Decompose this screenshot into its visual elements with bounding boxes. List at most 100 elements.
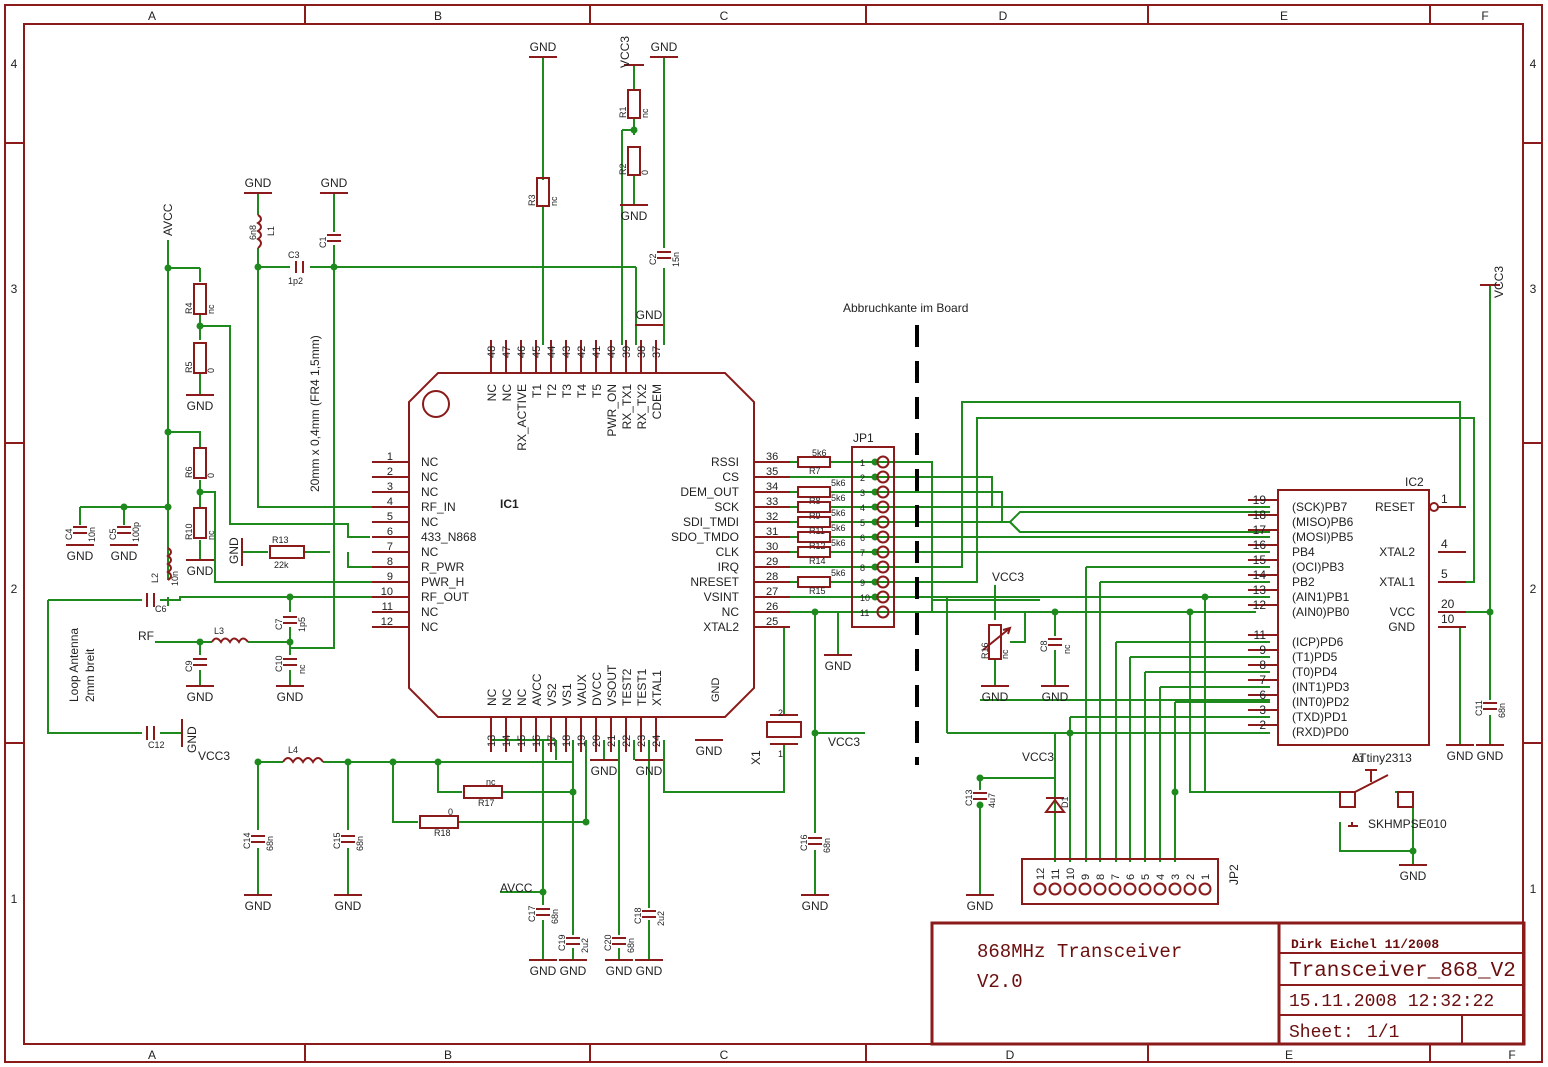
ic1-pin-number: 2 [387,466,393,478]
capacitor-name: C13 [964,789,974,806]
junction-dot [164,428,172,436]
ic1-pin-number: 43 [561,346,573,358]
capacitor-name: C7 [274,618,284,630]
ic1-pin-name: NC [515,688,529,706]
jp1-pin [876,470,890,484]
ground-label: GND [111,549,138,563]
c3-value: 1p2 [288,276,303,286]
ground-label: GND [636,964,663,978]
ic2-pin-name: (AIN0)PB0 [1292,605,1350,619]
ic1-pin-number: 38 [636,346,648,358]
ic1-pin-name: RX_TX1 [620,384,634,430]
row-label: 1 [11,892,18,906]
ground-label: GND [245,899,272,913]
ic1-pin-name: NC [421,470,439,484]
ground-label: GND [245,176,272,190]
series-resistor-value: 5k6 [812,448,827,458]
ic1-pin-name: 433_N868 [421,530,477,544]
avcc-label: AVCC [500,881,533,895]
ic1-pin-name: RF_OUT [421,590,470,604]
junction-dot [976,801,984,809]
jp2-pin-number: 3 [1170,874,1182,880]
ic2-pin-number: 18 [1253,508,1267,522]
series-resistor-value: 5k6 [831,508,846,518]
l1-name: L1 [266,226,276,236]
r5-value: 0 [206,368,216,373]
jp2-pin [1123,882,1137,896]
jp1-pin [876,590,890,604]
capacitor-value: 100p [131,522,141,542]
column-label: B [444,1048,452,1062]
inductor-l1: 6n8 L1 [248,214,276,249]
vcc3-label: VCC3 [1492,266,1506,298]
ground-label: GND [530,964,557,978]
ic1-pin-name: PWR_H [421,575,464,589]
drawing-frame [4,4,1543,1063]
ic2-pin-number: 8 [1259,658,1266,672]
jp1-pin [876,605,890,619]
ic1-pin-name: NC [722,605,740,619]
jp1-pin [876,455,890,469]
junction-dot [254,263,262,271]
jp1-label: JP1 [853,431,874,445]
ground-label: GND [530,40,557,54]
ic1-pin-number: 27 [766,586,778,598]
junction-dot [1186,608,1194,616]
junction-dot [120,503,128,511]
junction-dot [164,264,172,272]
ground-label: GND [1477,749,1504,763]
jp1-pin-number: 1 [860,458,865,468]
junction-dot [1486,608,1494,616]
jp1-pin-number: 9 [860,578,865,588]
capacitor-value: 15n [671,252,681,267]
ic1-pin-number: 41 [591,346,603,358]
ground-label: GND [621,209,648,223]
ic1-pin-number: 42 [576,346,588,358]
ground-label: GND [67,549,94,563]
ground-label: GND [591,764,618,778]
capacitor-value: 68n [550,909,560,924]
title-block: 868MHz Transceiver V2.0 Dirk Eichel 11/2… [930,921,1526,1046]
version-text: V2.0 [977,971,1023,993]
row-label: 1 [1530,882,1537,896]
junction-dot [976,774,984,782]
jp2-pin-number: 6 [1125,874,1137,880]
ic1-pin-number: 24 [651,735,663,747]
sheet-number: 1/1 [1367,1023,1399,1043]
junction-dot [164,503,172,511]
jp1-pin [876,515,890,529]
title-text: 868MHz Transceiver [977,941,1182,963]
junction-dot [630,126,638,134]
ic1-pin-number: 25 [766,616,778,628]
ic2-pin-name: (OCI)PB3 [1292,560,1344,574]
c6-name: C6 [155,604,167,614]
series-resistor [797,456,831,468]
l2-value: 10n [170,571,180,586]
crystal-x1: 2 1 X1 [749,708,802,765]
ic1-pin-name: XTAL2 [703,620,739,634]
ic2-pin-name: RESET [1375,500,1416,514]
jp2-pin [1078,882,1092,896]
ic2-pin-number: 4 [1441,537,1448,551]
ground-label: GND [1447,749,1474,763]
capacitor-value: 68n [626,938,636,953]
ic1-pin-number: 45 [531,346,543,358]
jp1-pin-number: 3 [860,488,865,498]
junction-dot [286,638,294,646]
column-label: D [999,9,1008,23]
capacitor-c3: C3 1p2 [288,250,304,286]
ic2-pin-number: 7 [1259,673,1266,687]
junction-dot [1201,593,1209,601]
s1-name: S1 [1353,754,1364,764]
ground-label: GND [187,564,214,578]
column-label: F [1481,9,1488,23]
ic1-pin-number: 14 [501,735,513,747]
ic1-pin-number: 48 [486,346,498,358]
capacitor-name: C18 [633,907,643,924]
ic2-pin-name: XTAL1 [1379,575,1415,589]
s1-value: SKHMPSE010 [1368,817,1447,831]
ic2-pin-name: (INT0)PD2 [1292,695,1350,709]
ic1-pin-number: 23 [636,735,648,747]
ic1-pin-number: 20 [591,735,603,747]
series-resistor-name: R14 [809,556,826,566]
